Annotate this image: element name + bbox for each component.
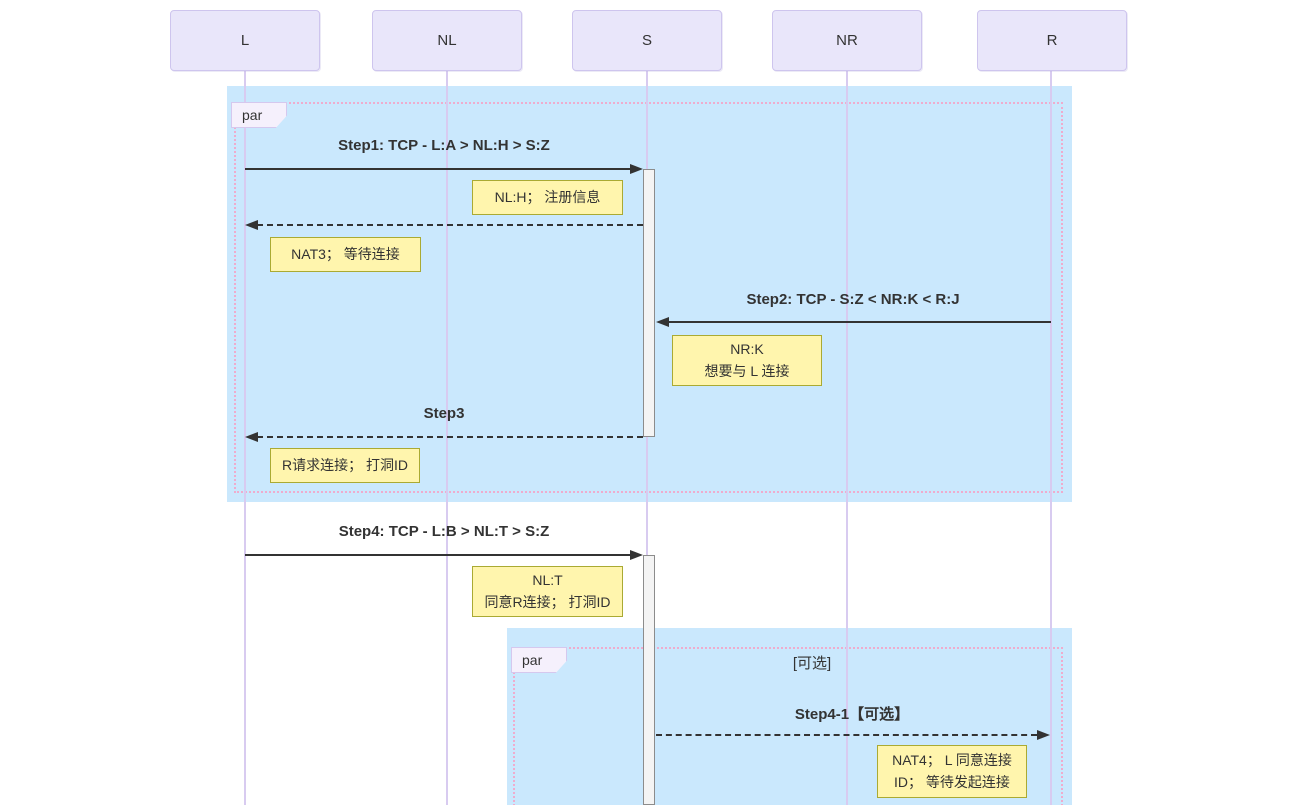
arrowhead-step4 <box>630 550 643 560</box>
note-nat4-line1: NAT4； L 同意连接 <box>892 751 1012 768</box>
participant-L-label: L <box>240 32 250 49</box>
arrowhead-step4-1 <box>1037 730 1050 740</box>
note-r-request-connect: R请求连接； 打洞ID <box>270 448 420 483</box>
note-nlh-register-line1: NL:H； 注册信息 <box>494 188 601 205</box>
arrowhead-step1 <box>630 164 643 174</box>
message-label-step3: Step3 <box>423 405 465 422</box>
lifeline-NL <box>446 71 448 805</box>
message-line-step2 <box>668 321 1051 323</box>
arrowhead-return1 <box>245 220 258 230</box>
note-r-request-line1: R请求连接； 打洞ID <box>282 456 408 473</box>
par-tag-outer: par <box>231 102 287 128</box>
activation-bar-S-2 <box>643 555 655 805</box>
note-nrk-line2: 想要与 L 连接 <box>704 362 790 379</box>
participant-NR-label: NR <box>836 32 858 49</box>
note-nrk-want-connect: NR:K 想要与 L 连接 <box>672 335 822 386</box>
note-nlt-agree: NL:T 同意R连接； 打洞ID <box>472 566 623 617</box>
message-line-step4 <box>245 554 631 556</box>
note-nat4-line2: ID； 等待发起连接 <box>894 773 1010 790</box>
note-nat3-wait: NAT3； 等待连接 <box>270 237 421 272</box>
participant-NR: NR <box>772 10 922 71</box>
note-nat4-agree-id: NAT4； L 同意连接 ID； 等待发起连接 <box>877 745 1027 798</box>
participant-R-label: R <box>1046 32 1058 49</box>
arrowhead-step2 <box>656 317 669 327</box>
message-label-step1: Step1: TCP - L:A > NL:H > S:Z <box>338 137 550 154</box>
note-nrk-line1: NR:K <box>730 340 764 357</box>
activation-bar-S-1 <box>643 169 655 437</box>
note-nlh-register: NL:H； 注册信息 <box>472 180 623 215</box>
par-inner-section-label: [可选] <box>792 655 832 672</box>
message-line-step3 <box>257 436 643 438</box>
message-line-step4-1 <box>656 734 1037 736</box>
message-label-step4-1: Step4-1【可选】 <box>794 706 910 723</box>
note-nat3-wait-line1: NAT3； 等待连接 <box>291 245 400 262</box>
message-label-step2: Step2: TCP - S:Z < NR:K < R:J <box>746 291 960 308</box>
lifeline-NR <box>846 71 848 805</box>
arrowhead-step3 <box>245 432 258 442</box>
participant-L: L <box>170 10 320 71</box>
note-nlt-line1: NL:T <box>532 571 563 588</box>
participant-S: S <box>572 10 722 71</box>
participant-R: R <box>977 10 1127 71</box>
participant-S-label: S <box>641 32 652 49</box>
lifeline-S <box>646 71 648 805</box>
message-line-step1 <box>245 168 631 170</box>
participant-NL-label: NL <box>437 32 457 49</box>
message-label-step4: Step4: TCP - L:B > NL:T > S:Z <box>338 523 550 540</box>
message-line-return1 <box>257 224 643 226</box>
par-tag-inner: par <box>511 647 567 673</box>
participant-NL: NL <box>372 10 522 71</box>
lifeline-R <box>1050 71 1052 805</box>
note-nlt-line2: 同意R连接； 打洞ID <box>484 593 611 610</box>
